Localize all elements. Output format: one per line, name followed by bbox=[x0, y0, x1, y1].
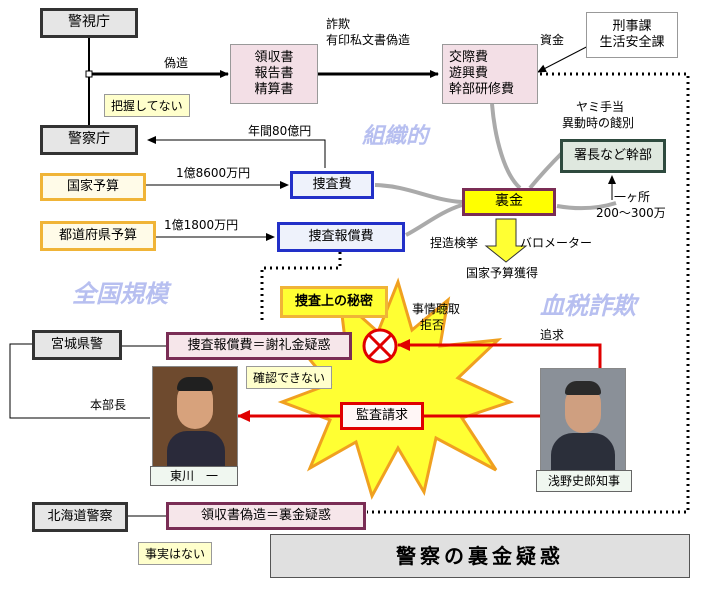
label-tsuikyuu: 追求 bbox=[540, 328, 565, 342]
node-shochou: 署長など幹部 bbox=[560, 139, 666, 173]
node-uragane: 裏金 bbox=[462, 188, 556, 216]
node-keisatsucho: 警察庁 bbox=[40, 125, 138, 155]
flow-uragane-right bbox=[556, 201, 617, 211]
dotted-expenses-right bbox=[367, 72, 690, 514]
exp-yuukyouhi: 遊興費 bbox=[449, 65, 489, 81]
label-shikin: 資金 bbox=[540, 33, 565, 47]
flow-hoshou-uragane bbox=[405, 203, 463, 237]
down-arrow-icon bbox=[484, 218, 528, 263]
dotted-hoshou-down bbox=[260, 252, 342, 320]
line-miyagi-bracket bbox=[9, 343, 150, 419]
arrow-tsuikyuu bbox=[397, 339, 602, 370]
arrow-nenkan bbox=[147, 136, 326, 168]
doc-seisansho: 精算書 bbox=[254, 82, 294, 98]
node-miyagi: 宮城県警 bbox=[32, 330, 122, 360]
photo-higashikawa bbox=[152, 366, 238, 468]
label-sagi-1: 詐欺 bbox=[326, 17, 351, 31]
node-documents: 領収書 報告書 精算書 bbox=[230, 44, 318, 104]
label-yami-2: 異動時の餞別 bbox=[562, 116, 635, 130]
label-nesso: 捏造検挙 bbox=[430, 236, 479, 250]
node-hokkaido-issue: 領収書偽造＝裏金疑惑 bbox=[166, 502, 366, 530]
label-kokka-kakutoku: 国家予算獲得 bbox=[466, 266, 539, 280]
watermark-kesshi: 血税詐欺 bbox=[540, 291, 636, 320]
node-hokkaido: 北海道警察 bbox=[32, 502, 128, 532]
photo-asano bbox=[540, 368, 626, 472]
label-sagi-2: 有印私文書偽造 bbox=[326, 33, 411, 47]
node-keiji: 刑事課 生活安全課 bbox=[586, 12, 678, 58]
callout-jijitsu: 事実はない bbox=[138, 542, 213, 565]
node-todofuken-yosan: 都道府県予算 bbox=[40, 221, 156, 251]
node-kokka-yosan: 国家予算 bbox=[40, 173, 146, 201]
label-gizou: 偽造 bbox=[164, 56, 189, 70]
watermark-zenkoku: 全国規模 bbox=[72, 279, 168, 308]
doc-houkokusho: 報告書 bbox=[254, 65, 294, 81]
node-keishicho: 警視庁 bbox=[40, 8, 138, 38]
label-ikkasho-1: 一ヶ所 bbox=[614, 190, 651, 204]
flow-expenses-uragane bbox=[490, 103, 522, 190]
callout-haaku: 把握してない bbox=[104, 94, 190, 117]
node-sousa-himitsu: 捜査上の秘密 bbox=[280, 286, 388, 318]
node-sousa-hoshouhi: 捜査報償費 bbox=[277, 222, 405, 252]
label-yami-1: ヤミ手当 bbox=[576, 100, 625, 114]
node-sousahi: 捜査費 bbox=[290, 171, 374, 199]
label-oku8600: 1億8600万円 bbox=[176, 166, 251, 180]
label-oku1800: 1億1800万円 bbox=[164, 218, 239, 232]
name-higashikawa: 東川 一 bbox=[150, 466, 238, 486]
exp-kenshuhi: 幹部研修費 bbox=[449, 82, 515, 98]
name-asano: 浅野史郎知事 bbox=[536, 470, 632, 492]
node-miyagi-issue: 捜査報償費＝謝礼金疑惑 bbox=[166, 332, 352, 360]
doc-ryoshusho: 領収書 bbox=[254, 49, 294, 65]
flow-sousahi-uragane bbox=[374, 183, 463, 204]
exp-kousaihi: 交際費 bbox=[449, 49, 489, 65]
junction-square bbox=[85, 70, 93, 78]
diagram-title: 警察の裏金疑惑 bbox=[270, 534, 690, 578]
flow-uragane-shochou bbox=[528, 151, 564, 190]
node-expenses: 交際費 遊興費 幹部研修費 bbox=[442, 44, 538, 104]
label-nenkan: 年間80億円 bbox=[248, 124, 312, 138]
label-barometer: バロメーター bbox=[520, 236, 593, 250]
label-jijou-2: 拒否 bbox=[420, 318, 445, 332]
label-ikkasho-2: 200～300万 bbox=[596, 206, 666, 220]
node-kansa: 監査請求 bbox=[340, 402, 424, 430]
watermark-soshiki: 組織的 bbox=[362, 123, 429, 149]
callout-kakunin: 確認できない bbox=[246, 366, 333, 389]
label-jijou-1: 事情聴取 bbox=[412, 302, 461, 316]
label-honbuchou: 本部長 bbox=[90, 398, 127, 412]
